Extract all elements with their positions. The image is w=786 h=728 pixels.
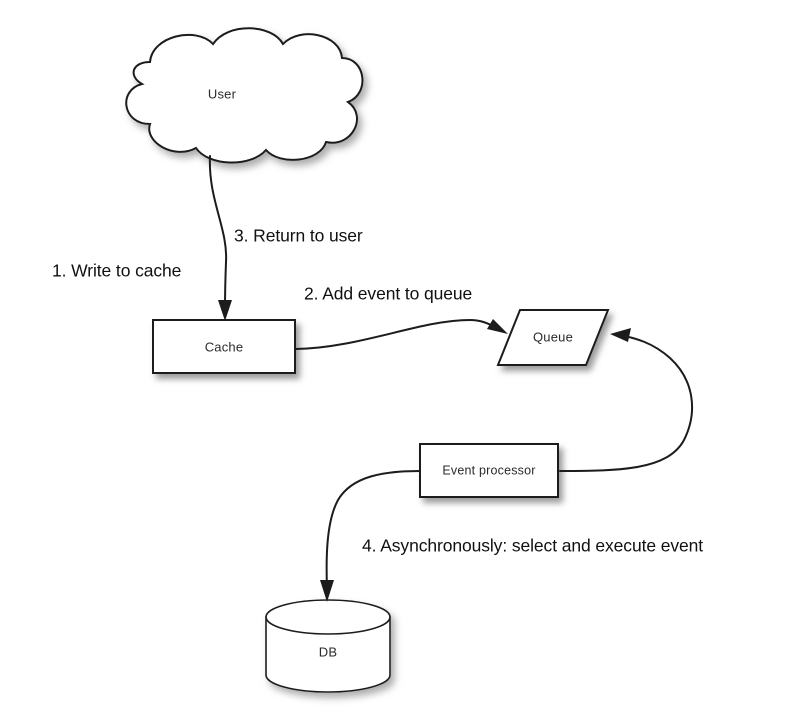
queue-shape [496, 309, 610, 366]
edge-label-step-2: 2. Add event to queue [304, 284, 472, 304]
db-top [265, 599, 391, 635]
edge-user-to-cache [208, 155, 232, 321]
cache-shape [152, 319, 296, 374]
edge-event-processor-to-db [320, 470, 421, 602]
node-cache-label: Cache [205, 339, 244, 354]
db-body [265, 616, 391, 693]
edge-cache-to-queue-line [295, 318, 497, 350]
node-user-label: User [208, 86, 237, 101]
node-db[interactable]: DB [265, 599, 391, 693]
node-user[interactable]: User [125, 27, 364, 164]
edge-label-step-1: 1. Write to cache [52, 261, 181, 281]
node-db-label: DB [319, 644, 337, 659]
edge-user-to-cache-line [208, 155, 228, 309]
edge-event-processor-to-db-arrowhead [320, 580, 334, 602]
node-event-processor-label: Event processor [442, 463, 535, 477]
node-event-processor[interactable]: Event processor [419, 443, 559, 498]
edge-cache-to-queue [295, 318, 508, 350]
node-queue[interactable]: Queue [496, 309, 610, 366]
edge-label-step-4: 4. Asynchronously: select and execute ev… [362, 536, 703, 556]
edge-label-step-3: 3. Return to user [234, 226, 363, 246]
edge-user-to-cache-arrowhead [218, 300, 232, 321]
edge-event-processor-to-queue-arrowhead [610, 328, 631, 342]
edge-event-processor-to-queue-line [559, 335, 694, 472]
node-queue-label: Queue [533, 329, 573, 344]
edge-event-processor-to-db-line [325, 470, 421, 589]
cloud-shape [125, 27, 364, 164]
edge-event-processor-to-queue [559, 328, 694, 472]
edge-cache-to-queue-arrowhead [487, 319, 508, 334]
node-cache[interactable]: Cache [152, 319, 296, 374]
